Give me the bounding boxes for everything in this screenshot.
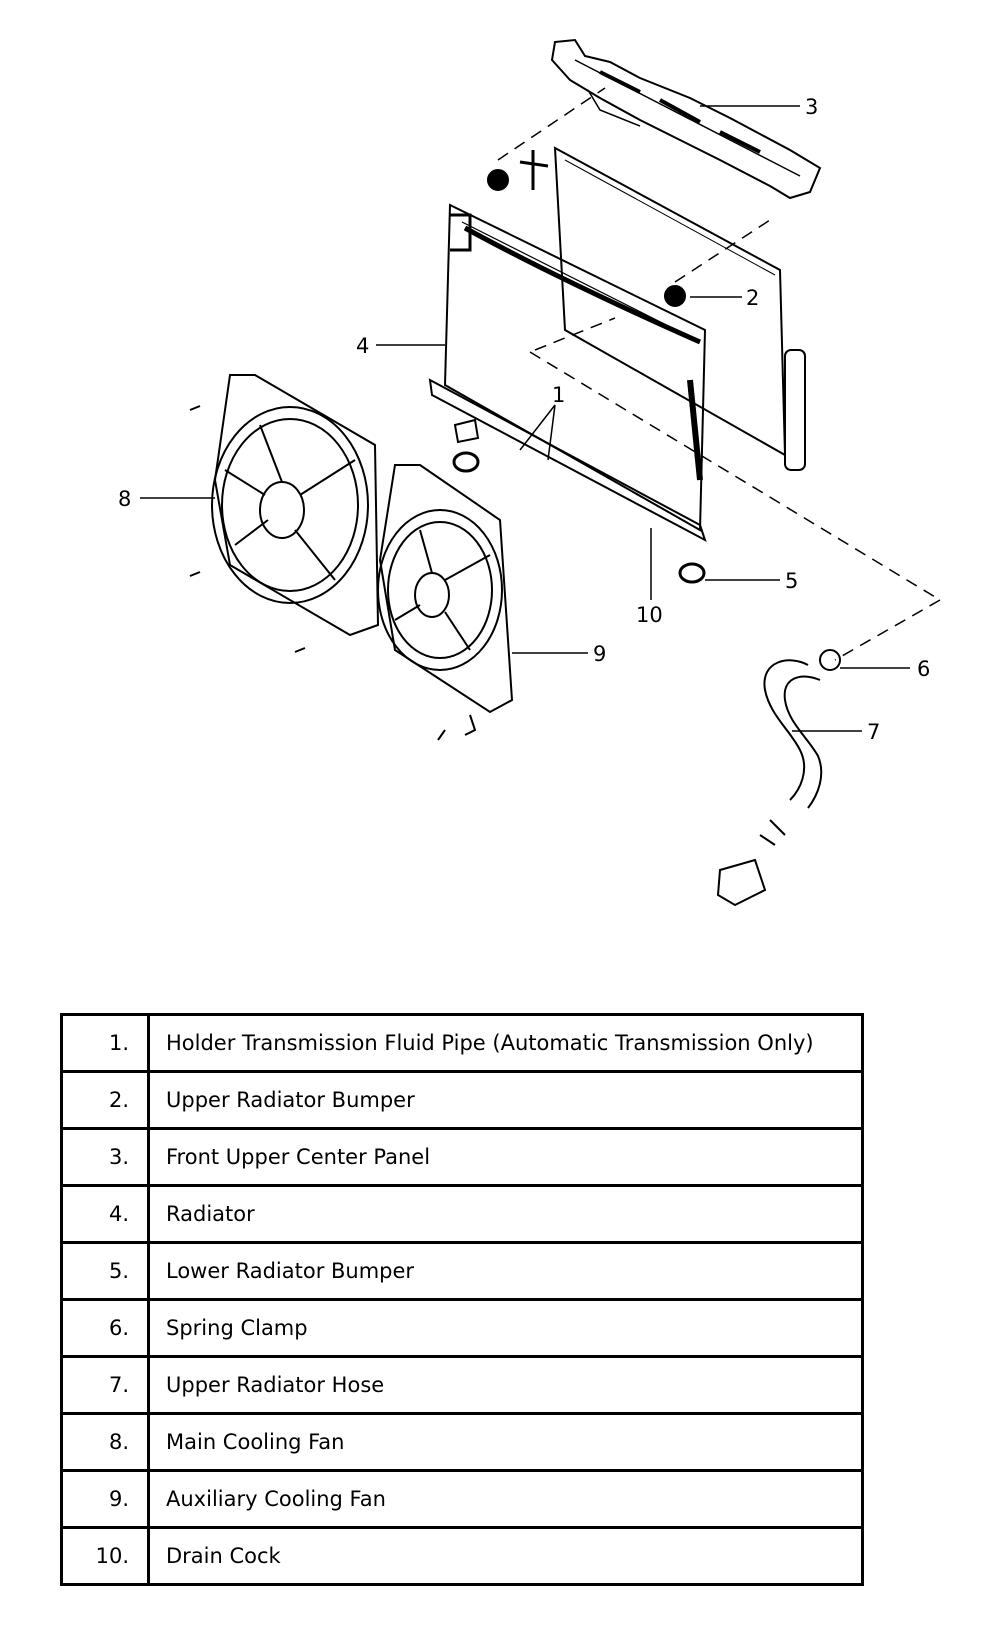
table-row: 9. Auxiliary Cooling Fan <box>60 1469 864 1529</box>
part-description: Drain Cock <box>147 1526 864 1586</box>
part-number: 5. <box>60 1241 150 1301</box>
leader-lines <box>140 105 910 732</box>
table-row: 8. Main Cooling Fan <box>60 1412 864 1472</box>
part-number: 3. <box>60 1127 150 1187</box>
part-description: Spring Clamp <box>147 1298 864 1358</box>
part-description: Radiator <box>147 1184 864 1244</box>
callout-2: 2 <box>746 286 759 310</box>
table-row: 5. Lower Radiator Bumper <box>60 1241 864 1301</box>
table-row: 6. Spring Clamp <box>60 1298 864 1358</box>
part-number: 10. <box>60 1526 150 1586</box>
part-number: 7. <box>60 1355 150 1415</box>
exploded-parts-diagram: 1 2 3 4 5 6 7 8 9 10 <box>118 38 941 907</box>
part-description: Upper Radiator Hose <box>147 1355 864 1415</box>
table-row: 7. Upper Radiator Hose <box>60 1355 864 1415</box>
part-number: 1. <box>60 1013 150 1073</box>
callout-5: 5 <box>785 569 798 593</box>
callout-6: 6 <box>917 657 930 681</box>
part-number: 2. <box>60 1070 150 1130</box>
radiator-drawing <box>428 203 707 543</box>
part-number: 9. <box>60 1469 150 1529</box>
part-description: Main Cooling Fan <box>147 1412 864 1472</box>
callout-7: 7 <box>867 720 880 744</box>
front-upper-center-panel-drawing <box>550 38 822 200</box>
callout-8: 8 <box>118 487 131 511</box>
table-row: 10. Drain Cock <box>60 1526 864 1586</box>
main-cooling-fan-drawing <box>189 374 380 653</box>
part-number: 4. <box>60 1184 150 1244</box>
auxiliary-cooling-fan-drawing <box>377 464 514 741</box>
part-description: Holder Transmission Fluid Pipe (Automati… <box>147 1013 864 1073</box>
lower-radiator-bumper-drawing <box>452 418 706 584</box>
part-description: Front Upper Center Panel <box>147 1127 864 1187</box>
upper-radiator-bumper-drawing <box>487 169 686 307</box>
callout-4: 4 <box>356 334 369 358</box>
table-row: 1. Holder Transmission Fluid Pipe (Autom… <box>60 1013 864 1073</box>
condenser-drawing <box>519 146 806 471</box>
part-number: 6. <box>60 1298 150 1358</box>
part-description: Lower Radiator Bumper <box>147 1241 864 1301</box>
parts-legend-table: 1. Holder Transmission Fluid Pipe (Autom… <box>60 1013 864 1586</box>
callout-10: 10 <box>636 603 663 627</box>
alignment-lines <box>497 87 941 661</box>
callout-3: 3 <box>805 95 818 119</box>
callout-1: 1 <box>552 383 565 407</box>
part-description: Upper Radiator Bumper <box>147 1070 864 1130</box>
upper-radiator-hose-drawing <box>716 649 841 907</box>
part-description: Auxiliary Cooling Fan <box>147 1469 864 1529</box>
table-row: 3. Front Upper Center Panel <box>60 1127 864 1187</box>
table-row: 2. Upper Radiator Bumper <box>60 1070 864 1130</box>
part-number: 8. <box>60 1412 150 1472</box>
callout-9: 9 <box>593 642 606 666</box>
table-row: 4. Radiator <box>60 1184 864 1244</box>
